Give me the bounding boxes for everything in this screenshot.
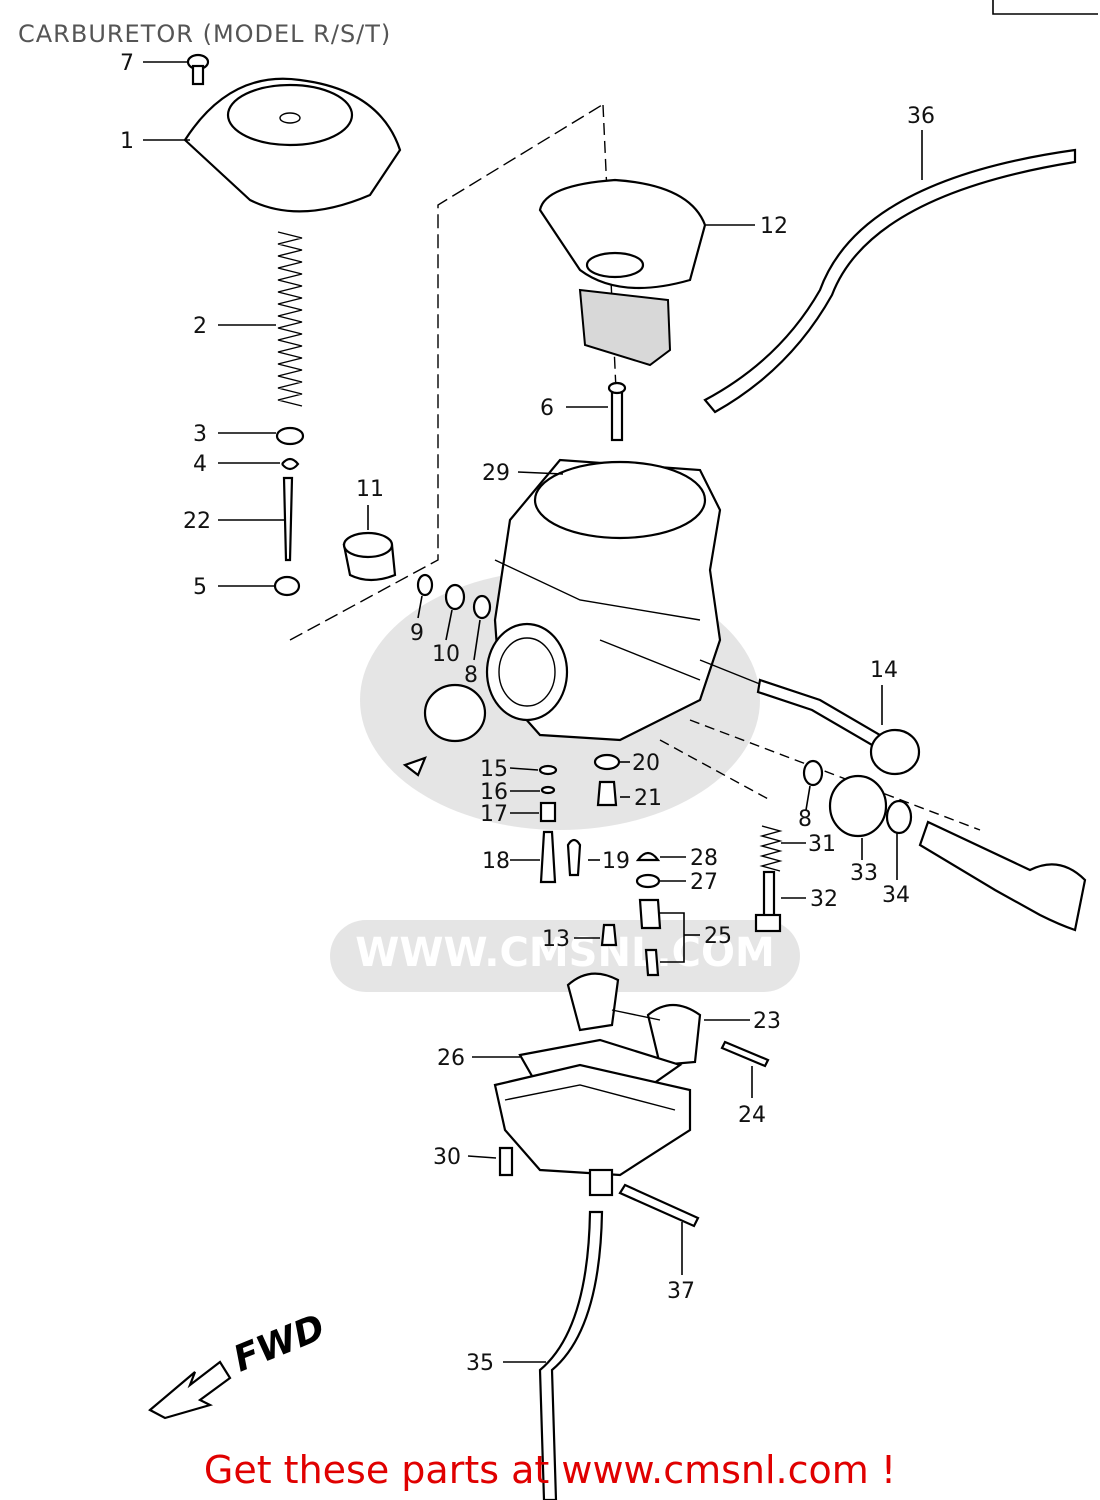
pin-part-24[interactable] <box>720 1040 770 1068</box>
jet-part-25a[interactable] <box>638 898 662 930</box>
label-part-24[interactable]: 24 <box>738 1103 766 1128</box>
label-part-31[interactable]: 31 <box>808 832 836 857</box>
label-part-28[interactable]: 28 <box>690 846 718 871</box>
screw-part-32[interactable] <box>754 870 782 933</box>
footer-link[interactable]: Get these parts at www.cmsnl.com ! <box>203 1448 897 1492</box>
fwd-label: FWD <box>228 1307 331 1380</box>
screw-part-13[interactable] <box>600 923 618 947</box>
label-part-13[interactable]: 13 <box>542 927 570 952</box>
label-part-25[interactable]: 25 <box>704 924 732 949</box>
hose-part-36[interactable] <box>703 148 1077 414</box>
label-part-37[interactable]: 37 <box>667 1279 695 1304</box>
washer-part-5[interactable] <box>273 575 301 597</box>
label-part-8a[interactable]: 8 <box>464 663 478 688</box>
label-part-8b[interactable]: 8 <box>798 807 812 832</box>
spring-part-31[interactable] <box>759 825 783 872</box>
label-part-20[interactable]: 20 <box>632 751 660 776</box>
watermark-text: WWW.CMSNL.COM <box>355 930 775 976</box>
jet-part-25b[interactable] <box>644 948 660 977</box>
label-part-4[interactable]: 4 <box>193 452 207 477</box>
label-part-11[interactable]: 11 <box>356 477 384 502</box>
pilot-screw-part-18[interactable] <box>539 830 557 884</box>
part-labels: 7 1 2 3 4 22 5 11 9 10 8 12 36 6 29 14 1… <box>120 51 935 1376</box>
leader-lines <box>143 61 923 1363</box>
label-part-10[interactable]: 10 <box>432 642 460 667</box>
label-part-19[interactable]: 19 <box>602 849 630 874</box>
label-part-29[interactable]: 29 <box>482 461 510 486</box>
forward-arrow: FWD <box>148 1307 331 1420</box>
float-part-23[interactable] <box>566 972 702 1067</box>
diaphragm-part-12[interactable] <box>538 178 707 367</box>
o-ring-part-8[interactable] <box>472 594 492 620</box>
label-part-33[interactable]: 33 <box>850 861 878 886</box>
frame-corner <box>992 0 1098 15</box>
label-part-26[interactable]: 26 <box>437 1046 465 1071</box>
float-bowl <box>493 1063 692 1197</box>
spring-part-33[interactable] <box>828 774 888 838</box>
pin <box>402 756 427 777</box>
label-part-30[interactable]: 30 <box>433 1145 461 1170</box>
label-part-22[interactable]: 22 <box>183 509 211 534</box>
screw-part-7[interactable] <box>186 53 210 86</box>
ring-part-16[interactable] <box>540 785 556 795</box>
label-part-32[interactable]: 32 <box>810 887 838 912</box>
spring-part-2[interactable] <box>277 231 303 407</box>
label-part-3[interactable]: 3 <box>193 422 207 447</box>
washer-part-34[interactable] <box>885 799 913 835</box>
label-part-34[interactable]: 34 <box>882 883 910 908</box>
jet-part-19[interactable] <box>566 838 582 877</box>
top-cover-part-1[interactable] <box>183 77 402 213</box>
screw-part-21[interactable] <box>596 780 618 807</box>
washer-part-10[interactable] <box>444 583 466 611</box>
spring-part-17[interactable] <box>539 801 557 823</box>
label-part-2[interactable]: 2 <box>193 314 207 339</box>
label-part-14[interactable]: 14 <box>870 658 898 683</box>
label-part-5[interactable]: 5 <box>193 575 207 600</box>
assembly-line-left <box>289 104 603 641</box>
label-part-36[interactable]: 36 <box>907 104 935 129</box>
label-part-1[interactable]: 1 <box>120 129 134 154</box>
label-part-12[interactable]: 12 <box>760 214 788 239</box>
throttle-shaft <box>918 820 1087 932</box>
label-part-15[interactable]: 15 <box>480 757 508 782</box>
washer-part-3[interactable] <box>275 426 305 446</box>
label-part-23[interactable]: 23 <box>753 1009 781 1034</box>
jet-needle-part-22[interactable] <box>282 476 294 562</box>
screw-part-30[interactable] <box>498 1146 514 1177</box>
carburetor-body[interactable] <box>485 458 722 742</box>
piston-part-11[interactable] <box>342 531 397 582</box>
label-part-17[interactable]: 17 <box>480 802 508 827</box>
assembly-line-spring <box>659 739 771 801</box>
label-part-16[interactable]: 16 <box>480 780 508 805</box>
clip-part-4[interactable] <box>281 457 300 471</box>
screw-part-6[interactable] <box>607 381 627 442</box>
label-part-18[interactable]: 18 <box>482 849 510 874</box>
label-part-9[interactable]: 9 <box>410 621 424 646</box>
washer-part-20[interactable] <box>593 753 621 771</box>
label-part-7[interactable]: 7 <box>120 51 134 76</box>
o-ring-part-9[interactable] <box>416 573 434 597</box>
diaphragm-small <box>423 683 487 743</box>
drain-screw-part-37[interactable] <box>618 1183 700 1228</box>
assembly-line-shaft <box>689 719 981 831</box>
diagram-title: CARBURETOR (MODEL R/S/T) <box>18 20 392 48</box>
label-part-27[interactable]: 27 <box>690 870 718 895</box>
label-part-21[interactable]: 21 <box>634 786 662 811</box>
label-part-6[interactable]: 6 <box>540 396 554 421</box>
drain-hose-part-35[interactable] <box>538 1210 604 1500</box>
washer-part-15[interactable] <box>538 764 558 776</box>
o-ring-part-27[interactable] <box>635 873 661 889</box>
label-part-35[interactable]: 35 <box>466 1351 494 1376</box>
cap-part-28[interactable] <box>635 851 661 862</box>
o-ring-part-8b[interactable] <box>802 759 824 787</box>
starter-plunger-part-14[interactable] <box>699 659 921 776</box>
